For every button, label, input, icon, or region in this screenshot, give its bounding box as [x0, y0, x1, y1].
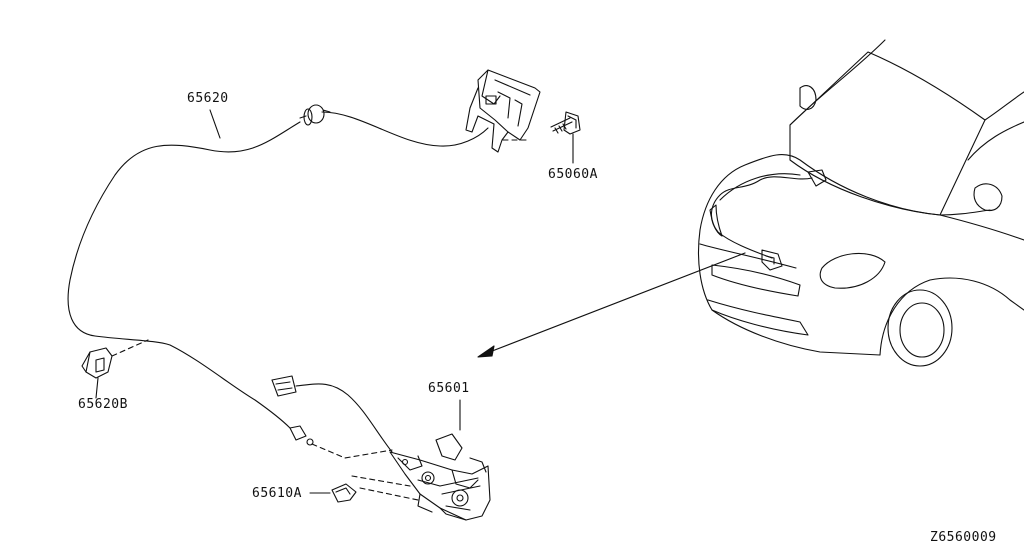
cable-end	[289, 425, 393, 459]
cable-clip-icon	[81, 339, 149, 399]
leader-65620B	[95, 377, 99, 399]
handle-bolt-icon	[550, 111, 581, 164]
connector-wire	[271, 375, 393, 453]
part-label-65601: 65601	[428, 381, 470, 396]
part-label-65060A: 65060A	[548, 167, 598, 182]
part-label-65610A: 65610A	[252, 486, 302, 501]
diagram-id: Z6560009	[930, 530, 997, 545]
car-outline	[698, 39, 1024, 367]
lock-bolt-icon	[309, 483, 357, 503]
locator-arrow	[477, 252, 746, 358]
part-label-65620B: 65620B	[78, 397, 128, 412]
release-handle	[465, 69, 541, 153]
part-label-65620: 65620	[187, 91, 229, 106]
leader-65620	[209, 109, 221, 139]
hood-lock-icon	[351, 399, 491, 521]
cable-grommet	[299, 104, 331, 126]
release-cable	[67, 109, 489, 429]
